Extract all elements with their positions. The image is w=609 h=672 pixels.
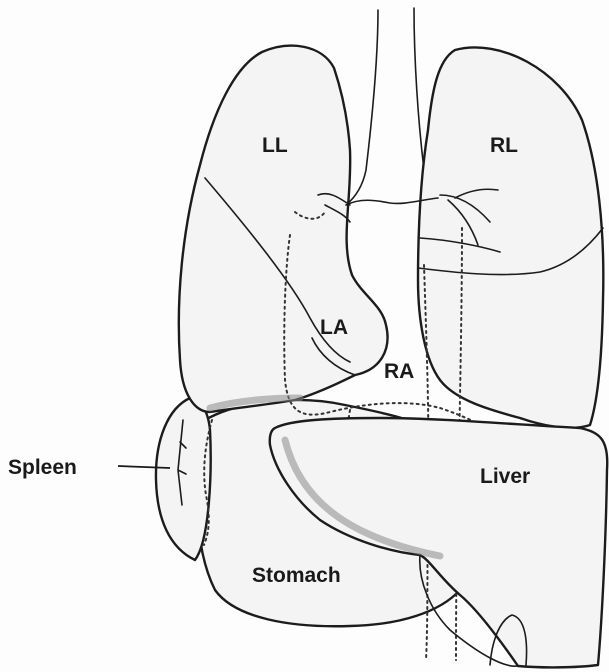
right-lung-outline <box>418 47 603 427</box>
left-lung-outline <box>179 46 388 412</box>
label-right-lung: RL <box>490 134 518 157</box>
label-left-lung: LL <box>262 134 288 157</box>
label-right-atrium: RA <box>384 360 414 383</box>
label-left-atrium: LA <box>320 316 348 339</box>
label-liver: Liver <box>480 465 530 488</box>
label-stomach: Stomach <box>252 564 341 587</box>
label-spleen: Spleen <box>8 456 77 479</box>
